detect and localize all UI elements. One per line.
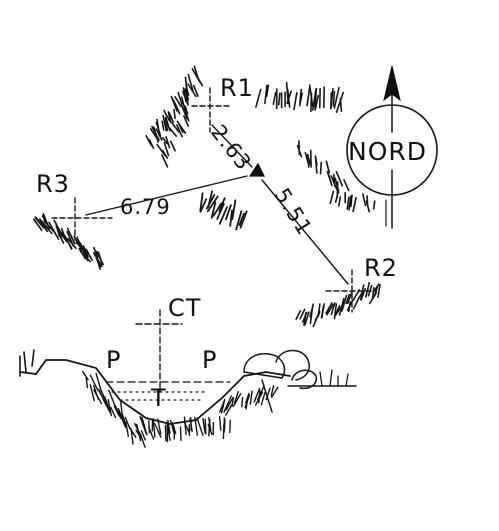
target-triangle-icon — [250, 164, 264, 176]
station-ct-marker — [136, 310, 182, 392]
distance-target-r2: 5.51 — [270, 184, 317, 240]
station-r3-label: R3 — [36, 170, 70, 198]
terrain-hatching-r3 — [34, 214, 103, 269]
station-r1-label: R1 — [220, 74, 254, 102]
boulders-icon — [244, 350, 316, 412]
station-ct-label: CT — [168, 294, 201, 322]
station-r2-label: R2 — [364, 254, 398, 282]
terrain-hatching-r1 — [146, 67, 202, 167]
terrain-hatching-r2 — [296, 283, 380, 327]
ditch-cross-section: P P T — [20, 346, 356, 447]
left-p-marker: P — [106, 346, 121, 374]
distance-r3-target: 6.79 — [120, 195, 171, 219]
right-p-marker: P — [202, 346, 217, 374]
terrain-hatching-center — [200, 191, 246, 229]
ditch-hatching — [83, 372, 278, 448]
center-t-marker: T — [150, 384, 167, 412]
compass-label: NORD — [348, 137, 427, 166]
compass-rose-icon: NORD — [347, 66, 437, 228]
distance-r1-target: 2.63 — [206, 120, 256, 175]
